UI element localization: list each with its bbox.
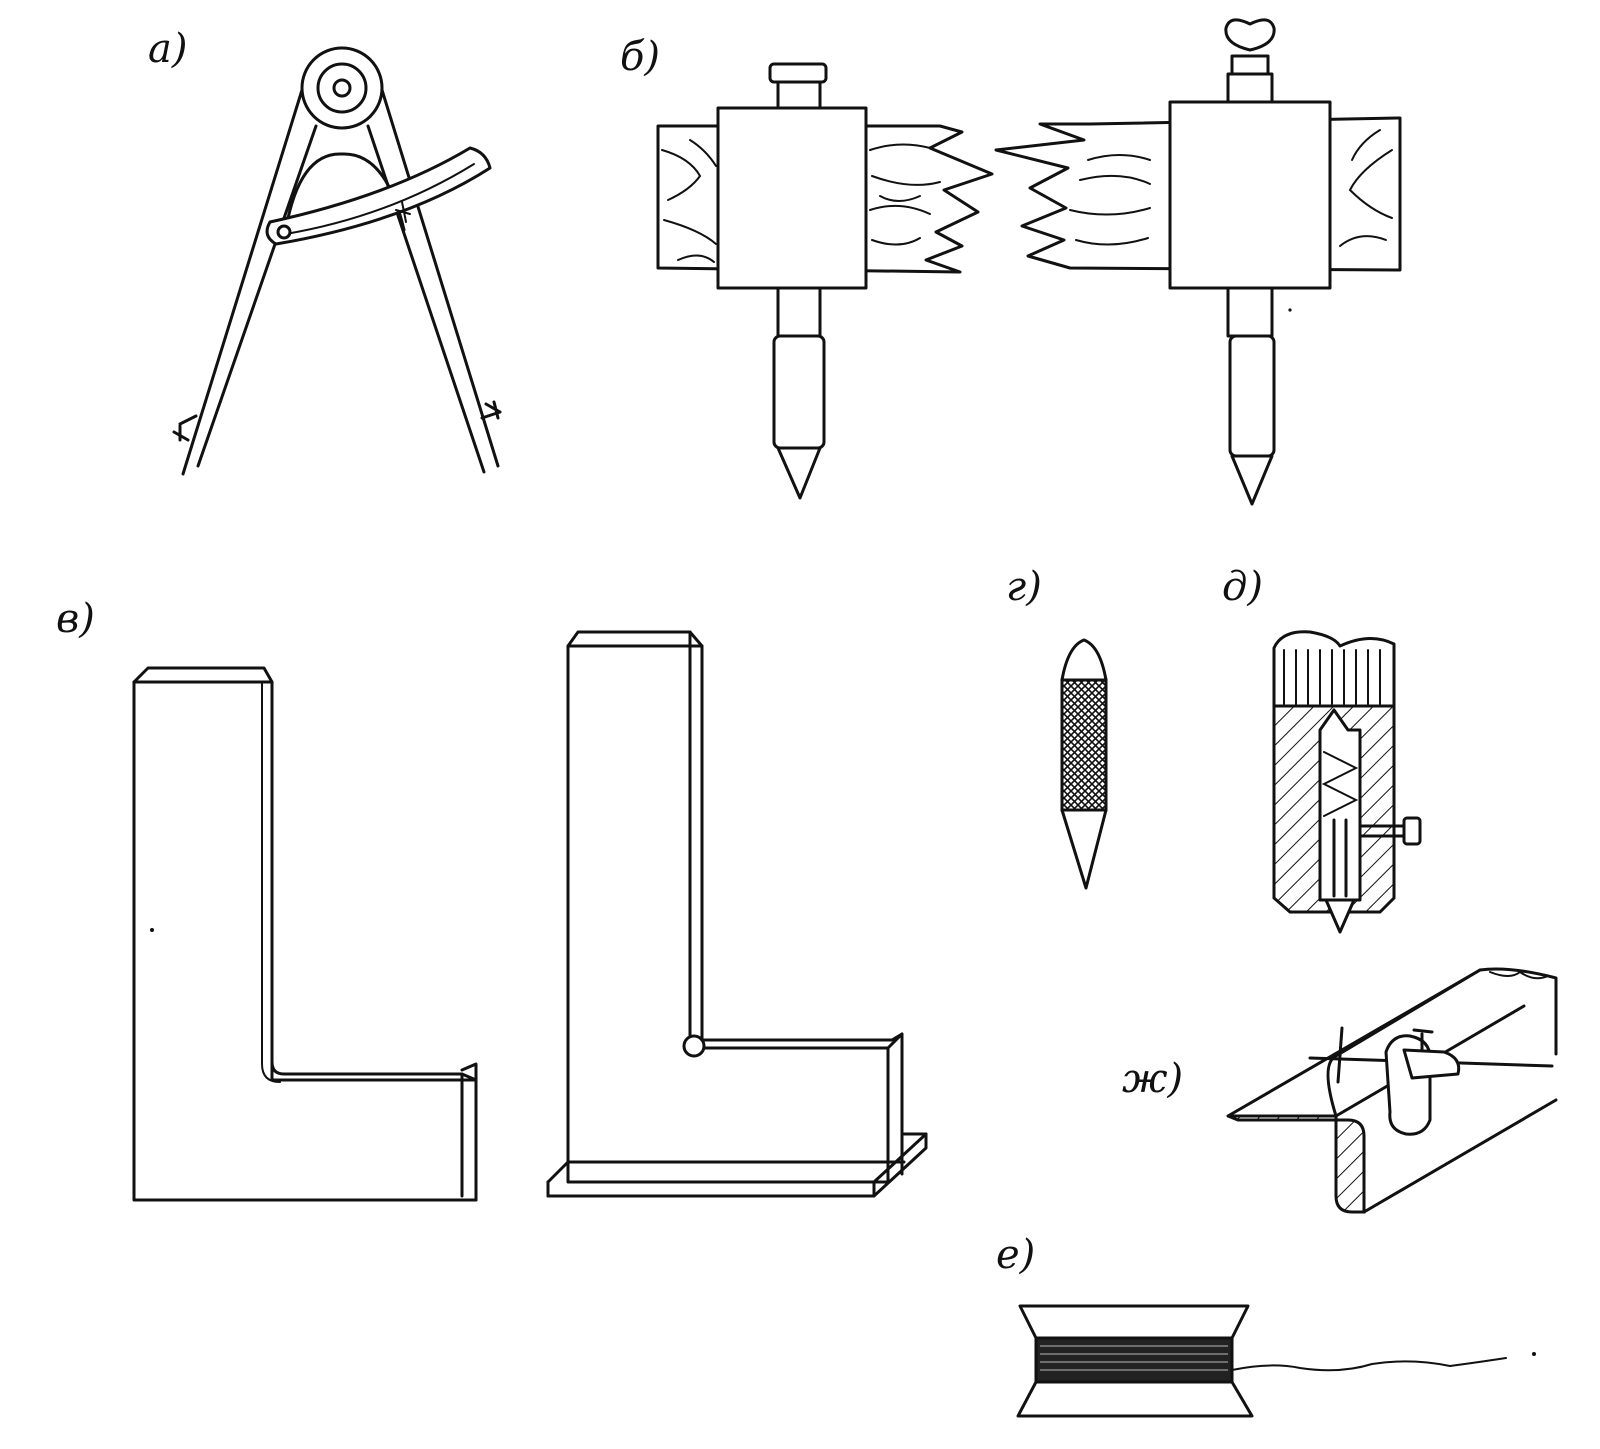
base-square [546, 630, 928, 1198]
spool-top-flange [1018, 1304, 1250, 1340]
centre-punch-drawing: г) [1006, 564, 1108, 890]
right-top-screw [1226, 72, 1274, 104]
compass-arc-quadrant [265, 146, 492, 246]
label-g: г) [1006, 564, 1042, 610]
angle-gauge-drawing: ж) [1122, 967, 1558, 1214]
scriber-pair-drawing: б) [620, 18, 1402, 506]
punch-tip [1060, 808, 1108, 890]
right-scriber-shank [1226, 286, 1274, 338]
spool-bottom-flange [1016, 1380, 1254, 1418]
flat-square [132, 666, 478, 1202]
right-scriber-point [1230, 454, 1274, 506]
cord-line [1231, 1357, 1507, 1372]
left-scriber-block [716, 106, 868, 290]
label-a: а) [148, 26, 187, 72]
spool-wound-cord [1034, 1336, 1234, 1384]
left-scriber-shank [776, 286, 822, 338]
automatic-punch-drawing: д) [1222, 564, 1422, 934]
compass-drawing: а) [148, 26, 502, 476]
squares-drawing: в) [56, 596, 928, 1202]
label-d: д) [1222, 564, 1263, 610]
left-top-screw [776, 80, 822, 110]
right-scriber-rod [1228, 334, 1276, 458]
compass-hinge [300, 46, 384, 130]
compass-left-leg [181, 88, 318, 476]
right-scriber-block [1168, 100, 1332, 290]
compass-right-screw [480, 400, 502, 420]
compass-right-leg [366, 88, 500, 474]
label-e: е) [996, 1232, 1035, 1278]
side-screw [1402, 816, 1422, 846]
spring-icon [1321, 751, 1359, 817]
punch-knurled-body [1060, 678, 1108, 812]
left-scriber-rod [772, 334, 826, 450]
compass-left-screw [172, 414, 198, 442]
label-v: в) [56, 596, 95, 642]
right-wood-handle [994, 116, 1402, 272]
label-zh: ж) [1122, 1056, 1183, 1102]
label-b: б) [620, 34, 660, 80]
left-wood-handle [656, 124, 994, 274]
left-scriber-point [776, 446, 822, 500]
heart-knob-icon [1224, 18, 1276, 52]
cord-spool-drawing: е) [996, 1232, 1536, 1418]
